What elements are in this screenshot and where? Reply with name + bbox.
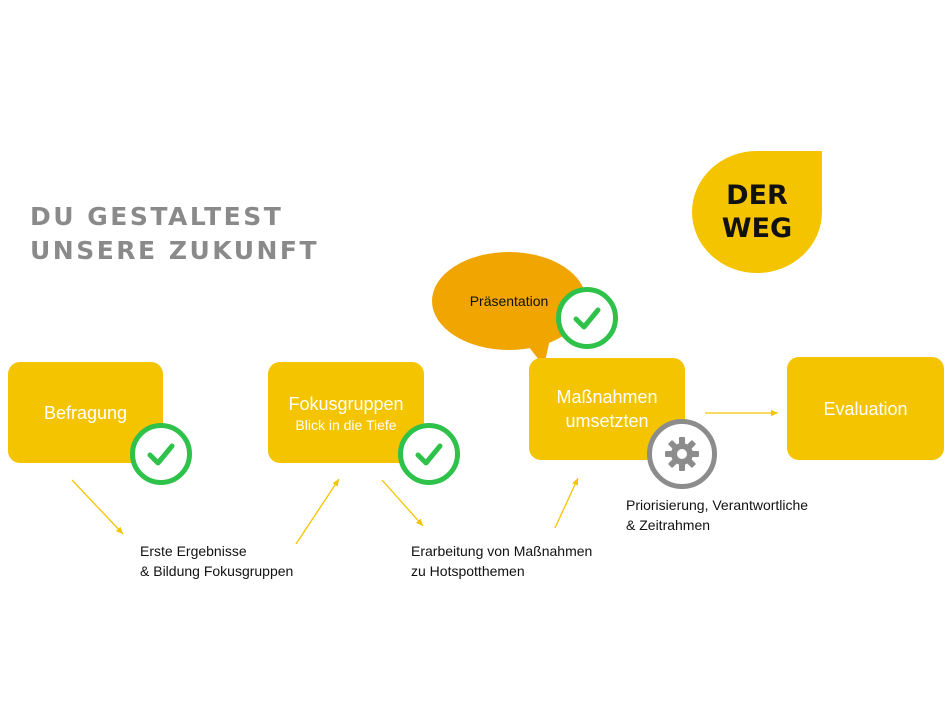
step-evaluation-label: Evaluation bbox=[823, 398, 908, 419]
note-erarbeitung-line-1: Erarbeitung von Maßnahmen bbox=[411, 543, 593, 559]
arrow-fokusgruppen-to-erarbeitung bbox=[381, 479, 424, 527]
step-evaluation: Evaluation bbox=[787, 357, 944, 460]
step-massnahmen-line-1: Maßnahmen bbox=[556, 387, 658, 407]
note-priorisierung-line-1: Priorisierung, Verantwortliche bbox=[626, 497, 809, 513]
note-erarbeitung: Erarbeitung von Maßnahmen zu Hotspotthem… bbox=[411, 541, 592, 581]
note-priorisierung: Priorisierung, Verantwortliche & Zeitrah… bbox=[626, 495, 808, 535]
step-massnahmen: Maßnahmen umsetzten bbox=[529, 358, 685, 460]
badge-line-2: WEG bbox=[721, 213, 793, 244]
arrow-ergebnisse-to-fokusgruppen bbox=[295, 478, 340, 545]
der-weg-badge: DER WEG bbox=[692, 151, 822, 273]
badge-line-1: DER bbox=[726, 180, 788, 211]
check-icon bbox=[556, 287, 618, 349]
arrow-erarbeitung-to-massnahmen bbox=[554, 477, 579, 529]
headline-line-1: DU GESTALTEST bbox=[30, 202, 284, 231]
headline-line-2: UNSERE ZUKUNFT bbox=[30, 236, 320, 265]
step-fokusgruppen-label: Fokusgruppen bbox=[288, 393, 404, 414]
check-icon bbox=[398, 423, 460, 485]
check-icon bbox=[130, 423, 192, 485]
note-priorisierung-line-2: & Zeitrahmen bbox=[626, 517, 711, 533]
praesentation-label: Präsentation bbox=[469, 293, 549, 309]
headline: DU GESTALTEST UNSERE ZUKUNFT bbox=[30, 200, 319, 268]
arrow-befragung-to-ergebnisse bbox=[71, 479, 124, 535]
note-ergebnisse-line-1: Erste Ergebnisse bbox=[140, 543, 247, 559]
note-ergebnisse-line-2: & Bildung Fokusgruppen bbox=[140, 563, 294, 579]
step-befragung-label: Befragung bbox=[43, 402, 128, 423]
note-erarbeitung-line-2: zu Hotspotthemen bbox=[411, 563, 525, 579]
step-massnahmen-line-2: umsetzten bbox=[565, 411, 649, 431]
note-ergebnisse: Erste Ergebnisse & Bildung Fokusgruppen bbox=[140, 541, 293, 581]
step-fokusgruppen-sublabel: Blick in die Tiefe bbox=[295, 416, 397, 433]
gear-icon bbox=[647, 419, 717, 489]
